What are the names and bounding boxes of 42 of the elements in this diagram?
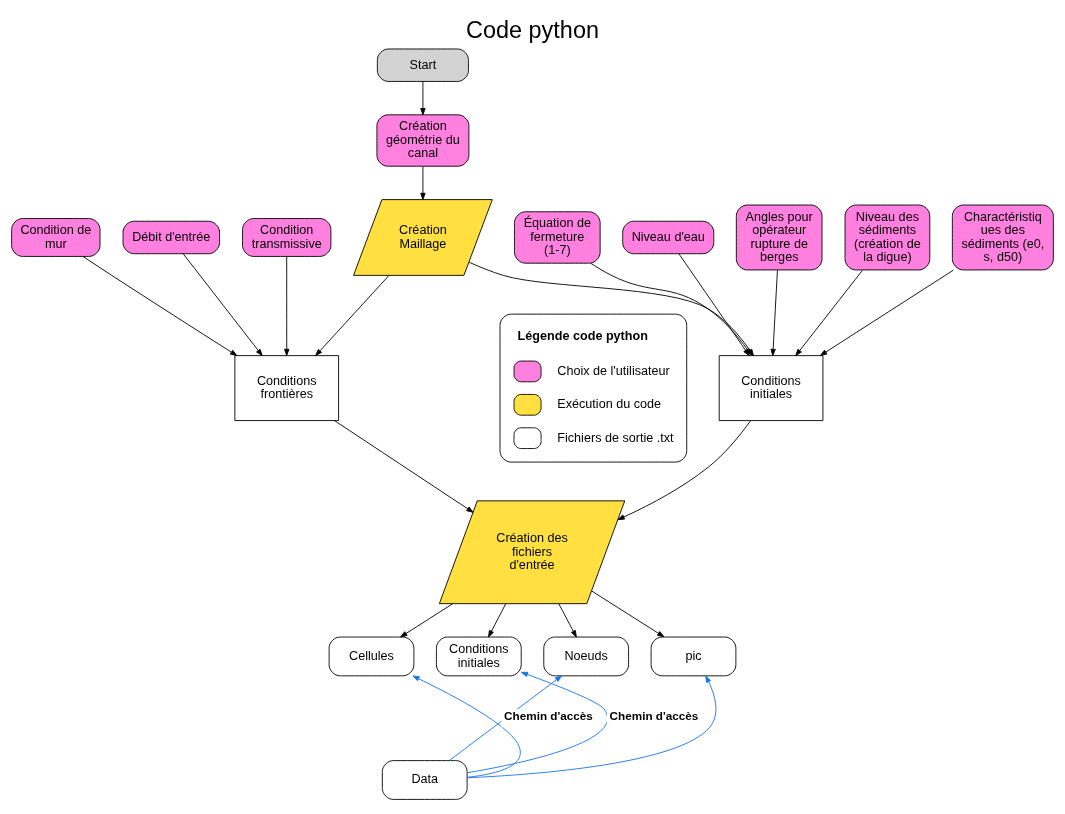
node-box: Niveau d'eau <box>622 220 715 254</box>
arrow <box>770 269 778 356</box>
node-box: Création géométrie du canal <box>376 113 470 167</box>
arrow <box>591 590 665 637</box>
arrow <box>82 255 238 356</box>
arrow <box>182 252 263 356</box>
node-box: Condition transmissive <box>242 217 332 257</box>
node-box: Charactéristiques des sédiments (e0, s, d50) <box>951 204 1054 270</box>
node-box: Data <box>381 759 468 800</box>
node-box: Débit d'entrée <box>122 220 220 254</box>
arrow <box>678 252 750 356</box>
arrow <box>466 675 717 778</box>
node-box: pic <box>650 636 737 676</box>
arrow <box>558 602 577 637</box>
arrow <box>284 255 290 356</box>
edge-label: Chemin d'accès <box>504 708 593 722</box>
legend-label: Exécution du code <box>557 396 662 411</box>
node-box: Équation de fermeture (1-7) <box>514 210 601 264</box>
arrow <box>400 602 454 637</box>
arrow <box>420 165 426 200</box>
node-box: Conditions initiales <box>436 636 522 676</box>
arrow <box>334 419 474 513</box>
arrow <box>819 269 954 356</box>
legend-label: Fichiers de sortie .txt <box>557 430 674 444</box>
legend-label: Choix de l'utilisateur <box>557 363 670 378</box>
diagram-title: Code python <box>466 16 599 43</box>
node-box: Niveau des sédiments (création de la digue) <box>844 204 931 270</box>
node-box: Cellules <box>328 636 415 676</box>
arrow <box>420 80 426 115</box>
node-box: Noeuds <box>543 636 629 676</box>
arrow <box>617 419 751 520</box>
arrow <box>488 602 507 637</box>
arrow <box>315 274 390 356</box>
node-box: Start <box>376 48 469 82</box>
node-box: Conditions frontières <box>234 354 340 421</box>
node-box: Condition de mur <box>11 217 101 257</box>
node-box: Angles pour opérateur rupture de berges <box>735 204 823 270</box>
arrow <box>412 675 521 778</box>
node-box: Conditions initiales <box>718 354 824 421</box>
edge-label: Chemin d'accès <box>609 708 699 722</box>
label: Légende code python <box>517 328 648 343</box>
arrow <box>795 269 863 356</box>
